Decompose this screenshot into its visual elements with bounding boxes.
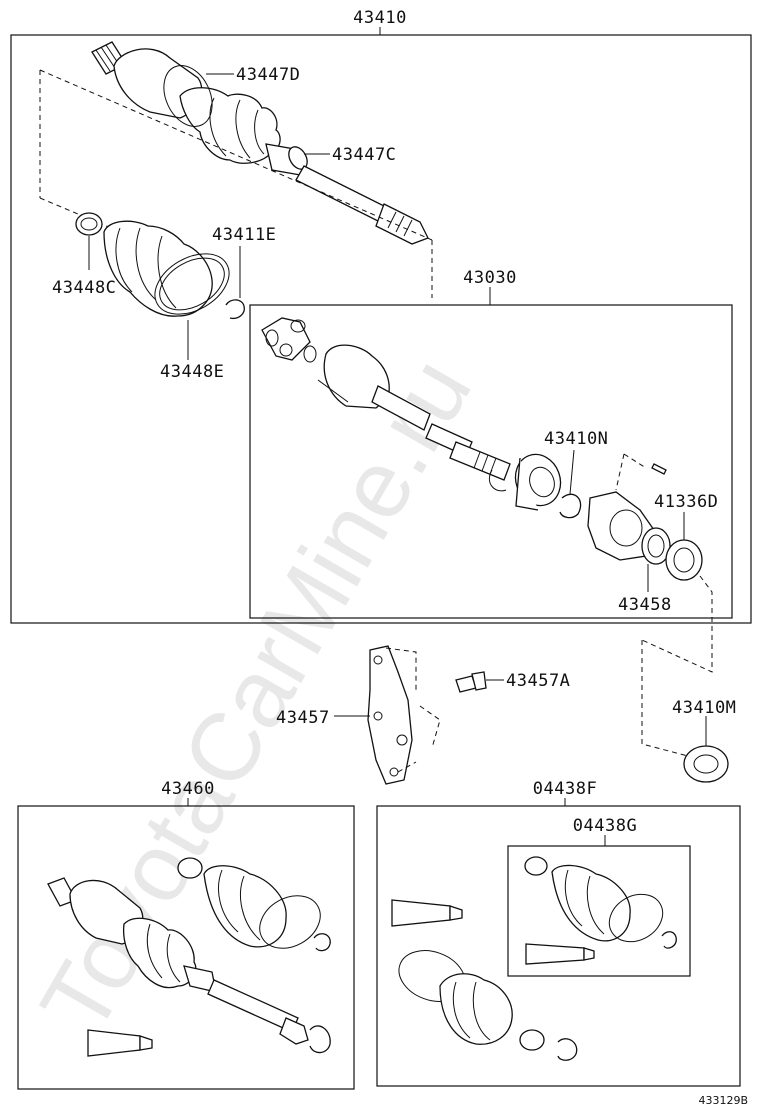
part-label-43448e[interactable]: 43448E	[160, 362, 224, 382]
figure-id: 433129B	[698, 1094, 748, 1107]
part-label-41336d[interactable]: 41336D	[654, 492, 718, 512]
group-box-inboard-joint	[249, 304, 733, 619]
boot-kit-inner-part	[524, 856, 677, 965]
group-label-inboard-joint[interactable]: 43030	[463, 268, 517, 288]
group-label-driveshaft-assy[interactable]: 43410	[353, 8, 407, 28]
group-box-boot-kit-inner	[507, 845, 691, 977]
part-label-43448c[interactable]: 43448C	[52, 278, 116, 298]
part-label-43457a[interactable]: 43457A	[506, 671, 570, 691]
boot-kit-outer-part	[391, 899, 578, 1061]
group-label-rh-shaft[interactable]: 43460	[161, 779, 215, 799]
part-label-43447d[interactable]: 43447D	[236, 65, 300, 85]
locator-dash-bracket	[385, 647, 441, 773]
group-box-boot-kit-outer	[376, 805, 741, 1087]
group-box-driveshaft-assy	[10, 34, 752, 624]
part-label-43458[interactable]: 43458	[618, 595, 672, 615]
part-label-43411e[interactable]: 43411E	[212, 225, 276, 245]
bracket-bolt-part	[455, 671, 487, 693]
inboard-joint-assy	[261, 317, 703, 581]
group-box-rh-shaft	[17, 805, 355, 1090]
part-label-43410m[interactable]: 43410M	[672, 698, 736, 718]
group-label-boot-kit-inner[interactable]: 04438G	[573, 816, 637, 836]
part-label-43457[interactable]: 43457	[276, 708, 330, 728]
group-label-boot-kit-outer[interactable]: 04438F	[533, 779, 597, 799]
locator-dash-inboard	[615, 453, 713, 673]
locator-dash-deflector	[641, 640, 689, 757]
part-label-43447c[interactable]: 43447C	[332, 145, 396, 165]
locator-dash-upper	[39, 69, 433, 298]
rh-shaft-part	[47, 857, 331, 1057]
outer-cv-joint-shaft	[91, 41, 429, 245]
bearing-bracket-part	[367, 645, 413, 785]
part-label-43410n[interactable]: 43410N	[544, 429, 608, 449]
dust-deflector-part	[683, 745, 729, 783]
inboard-boot-set	[75, 212, 245, 320]
